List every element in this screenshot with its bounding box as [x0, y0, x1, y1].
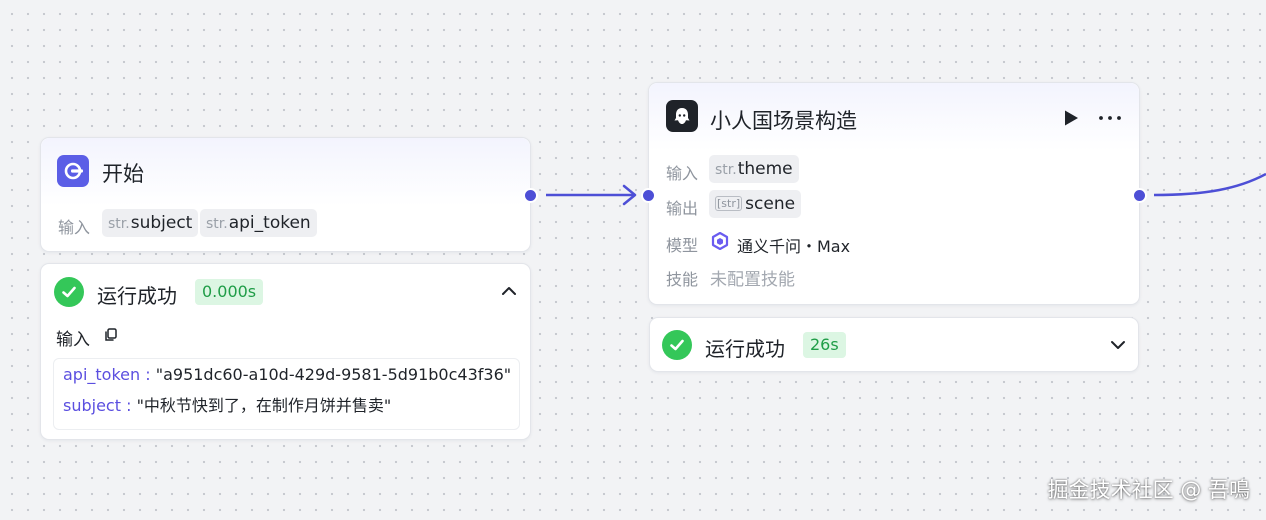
start-result-panel: 运行成功 0.000s 输入 api_token : "a951dc60-a10…: [40, 263, 531, 440]
start-result-input-title: 输入: [56, 330, 90, 350]
scene-skill-value: 未配置技能: [710, 270, 795, 290]
success-check-icon: [54, 277, 84, 307]
start-output-port[interactable]: [523, 188, 538, 203]
entry-value: "中秋节快到了，在制作月饼并售卖": [136, 396, 392, 415]
result-entry-api-token: api_token : "a951dc60-a10d-429d-9581-5d9…: [63, 365, 511, 384]
scene-result-panel[interactable]: 运行成功 26s: [649, 317, 1139, 372]
result-entry-subject: subject : "中秋节快到了，在制作月饼并售卖": [63, 392, 391, 416]
param-type: [str]: [715, 196, 743, 211]
param-type: str.: [206, 216, 228, 232]
scene-output-label: 输出: [666, 199, 699, 218]
watermark: 掘金技术社区 @ 吾鳴: [1047, 478, 1250, 502]
param-type: str.: [108, 216, 130, 232]
entry-value: "a951dc60-a10d-429d-9581-5d91b0c43f36": [155, 365, 512, 384]
start-result-input-box: api_token : "a951dc60-a10d-429d-9581-5d9…: [53, 358, 520, 430]
scene-input-port[interactable]: [641, 188, 656, 203]
param-type: str.: [715, 162, 737, 178]
param-name: api_token: [228, 213, 311, 233]
entry-key: api_token :: [63, 365, 151, 384]
chevron-up-icon[interactable]: [499, 281, 519, 301]
scene-output-tag-scene: [str]scene: [709, 190, 802, 218]
scene-input-label: 输入: [666, 164, 699, 183]
agent-logo-icon: [666, 100, 698, 132]
run-play-icon[interactable]: [1062, 109, 1080, 127]
start-input-tag-subject: str.subject: [102, 209, 199, 237]
start-duration-badge: 0.000s: [195, 279, 264, 305]
param-name: scene: [745, 194, 796, 214]
scene-model-label: 模型: [666, 236, 699, 255]
success-check-icon: [662, 330, 692, 360]
scene-node[interactable]: 小人国场景构造 输入 str.theme 输出 [str]scene 模型 通义…: [648, 82, 1140, 305]
scene-duration-badge: 26s: [803, 332, 846, 358]
scene-output-port[interactable]: [1132, 188, 1147, 203]
start-logo-icon: [57, 155, 89, 187]
scene-skill-label: 技能: [666, 270, 699, 289]
more-options-icon[interactable]: [1098, 109, 1122, 127]
start-status-text: 运行成功: [97, 284, 177, 308]
entry-key: subject :: [63, 396, 132, 415]
edge-scene-to-next[interactable]: [1153, 172, 1266, 197]
qwen-model-icon: [711, 232, 729, 250]
scene-node-header: [649, 83, 1139, 151]
copy-icon[interactable]: [103, 327, 119, 343]
scene-input-tag-theme: str.theme: [709, 155, 799, 183]
start-node-title: 开始: [102, 162, 144, 186]
start-input-tag-api-token: str.api_token: [200, 209, 317, 237]
chevron-down-icon[interactable]: [1108, 335, 1128, 355]
scene-node-title: 小人国场景构造: [710, 109, 857, 133]
start-node-header: [41, 138, 530, 206]
start-node[interactable]: 开始 输入 str.subject str.api_token: [40, 137, 531, 252]
scene-status-text: 运行成功: [705, 337, 785, 361]
start-input-label: 输入: [58, 218, 91, 237]
edge-arrow-head: [622, 184, 637, 206]
param-name: theme: [737, 159, 793, 179]
param-name: subject: [130, 213, 193, 233]
scene-model-name: 通义千问・Max: [737, 237, 851, 256]
